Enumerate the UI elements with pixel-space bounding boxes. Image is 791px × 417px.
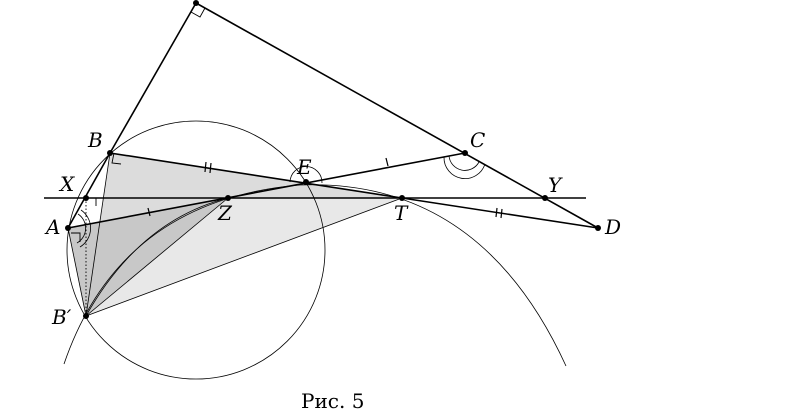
- double-tick-b-e-1: [204, 161, 207, 173]
- label-b-prime: B′: [51, 305, 72, 329]
- figure-caption: Рис. 5: [301, 389, 364, 413]
- shaded-triangle-a-z-bprime: [68, 198, 228, 316]
- segment-top-d: [195, 2, 599, 229]
- segment-t-d: [401, 197, 599, 229]
- segment-bprime-t: [85, 197, 403, 317]
- label-e: E: [296, 155, 312, 179]
- arc-bprime-z: [85, 197, 229, 317]
- point-x: [83, 195, 89, 201]
- vertex-top: [193, 0, 199, 6]
- label-b: B: [87, 128, 103, 152]
- angle-arc-c-outer: [443, 156, 486, 180]
- point-y: [542, 195, 548, 201]
- tick-e-c: [385, 157, 389, 167]
- double-tick-t-d-2: [500, 208, 503, 219]
- segment-a-b: [67, 152, 111, 229]
- label-x: X: [58, 172, 75, 196]
- right-angle-mark-x: [86, 197, 97, 206]
- point-t: [399, 195, 405, 201]
- large-circle-arc: [63, 184, 567, 367]
- label-c: C: [470, 128, 485, 152]
- point-b-prime: [83, 313, 89, 319]
- label-a: A: [44, 215, 60, 239]
- segment-bprime-z: [85, 197, 229, 317]
- point-b: [107, 150, 113, 156]
- double-tick-t-d-1: [495, 207, 498, 218]
- point-d: [595, 225, 601, 231]
- segment-b-t: [109, 152, 403, 199]
- right-angle-mark-a: [71, 232, 81, 242]
- angle-arc-c-inner: [448, 155, 480, 171]
- angle-arc-a-inner: [76, 213, 87, 244]
- point-a: [65, 225, 71, 231]
- angle-arc-e: [289, 166, 323, 184]
- double-tick-b-e-2: [209, 162, 212, 174]
- segment-b-top: [109, 2, 197, 154]
- segment-bprime-b: [85, 152, 111, 317]
- point-c: [462, 150, 468, 156]
- label-y: Y: [548, 173, 563, 197]
- point-z: [225, 195, 231, 201]
- segment-a-bprime: [67, 227, 87, 317]
- label-t: T: [394, 201, 409, 225]
- tick-a-z: [147, 207, 151, 217]
- right-angle-mark-b: [111, 152, 122, 165]
- angle-arc-a-outer: [79, 209, 92, 248]
- point-e: [303, 179, 309, 185]
- small-circle: [66, 120, 326, 380]
- label-z: Z: [217, 201, 233, 225]
- label-d: D: [604, 215, 621, 239]
- segment-a-c: [67, 152, 466, 229]
- right-angle-mark-top: [190, 7, 206, 18]
